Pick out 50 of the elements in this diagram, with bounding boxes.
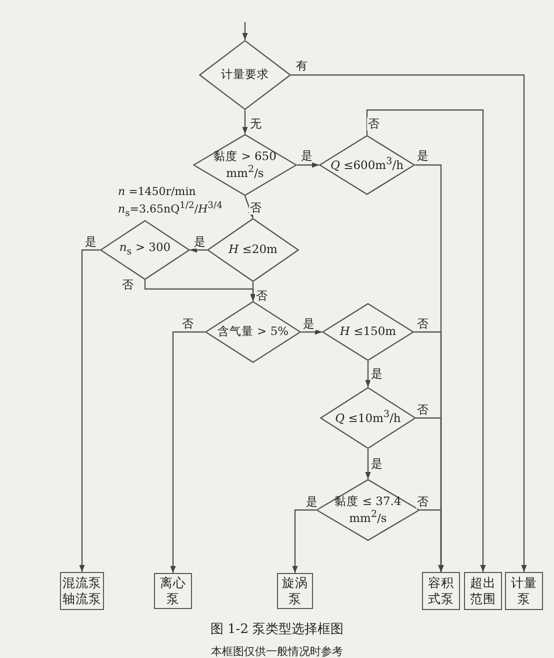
arrow [365, 449, 371, 479]
arrow [420, 509, 444, 572]
decision-diamond: Q ≤10m$^{3}$/h [320, 387, 416, 449]
edge-label: 否 [416, 318, 430, 330]
decision-diamond: H ≤150m [322, 303, 414, 361]
decision-diamond: n$_{s}$ > 300 [100, 220, 190, 280]
result-box: 混流泵 轴流泵 [60, 572, 104, 610]
edge-label: 是 [193, 236, 207, 248]
arrow [250, 282, 256, 301]
formula-text: n =1450r/min [118, 185, 196, 198]
arrow [297, 162, 319, 168]
arrow [242, 110, 248, 134]
decision-diamond: 计量要求 [199, 40, 291, 110]
arrow [292, 509, 316, 573]
edge-label: 是 [416, 150, 430, 162]
arrow [170, 331, 205, 573]
note-text: 本框图仅供一般情况时参考 [211, 644, 343, 658]
arrow [79, 249, 100, 572]
result-box: 计量泵 [505, 572, 543, 610]
arrow [365, 361, 371, 387]
edge-label: 有 [295, 60, 309, 72]
edge-label: 是 [305, 496, 319, 508]
result-box: 旋涡泵 [277, 573, 313, 609]
edge-label: 否 [181, 318, 195, 330]
arrow [190, 247, 207, 253]
arrow [291, 74, 527, 572]
edge-label: 否 [121, 278, 135, 292]
edge-label: 是 [300, 150, 314, 162]
edge-label: 无 [249, 118, 263, 130]
edge-label: 否 [249, 202, 263, 214]
decision-diamond: Q ≤600m$^{3}$/h [319, 135, 415, 195]
arrow [366, 109, 486, 572]
edge-label: 否 [416, 404, 430, 416]
decision-diamond: H ≤20m [207, 218, 299, 282]
arrow [242, 22, 248, 40]
result-box: 离心泵 [154, 573, 192, 609]
edge-label: 否 [416, 496, 430, 508]
edge-label: 是 [84, 236, 98, 248]
result-box: 超出范围 [464, 572, 502, 610]
arrow [301, 329, 322, 335]
edge-label: 是 [370, 368, 384, 380]
arrow [244, 196, 254, 218]
figure-caption: 图 1-2 泵类型选择框图 [210, 621, 344, 638]
edge-label: 是 [370, 458, 384, 470]
decision-diamond: 含气量 > 5% [205, 301, 301, 363]
edge-label: 否 [367, 118, 381, 130]
edge-label: 是 [302, 318, 316, 330]
edge-label: 否 [255, 290, 269, 302]
formula-text: n$_{s}$=3.65nQ$^{1/2}$/H$^{3/4}$ [118, 200, 222, 219]
result-box: 容积式泵 [422, 572, 460, 610]
